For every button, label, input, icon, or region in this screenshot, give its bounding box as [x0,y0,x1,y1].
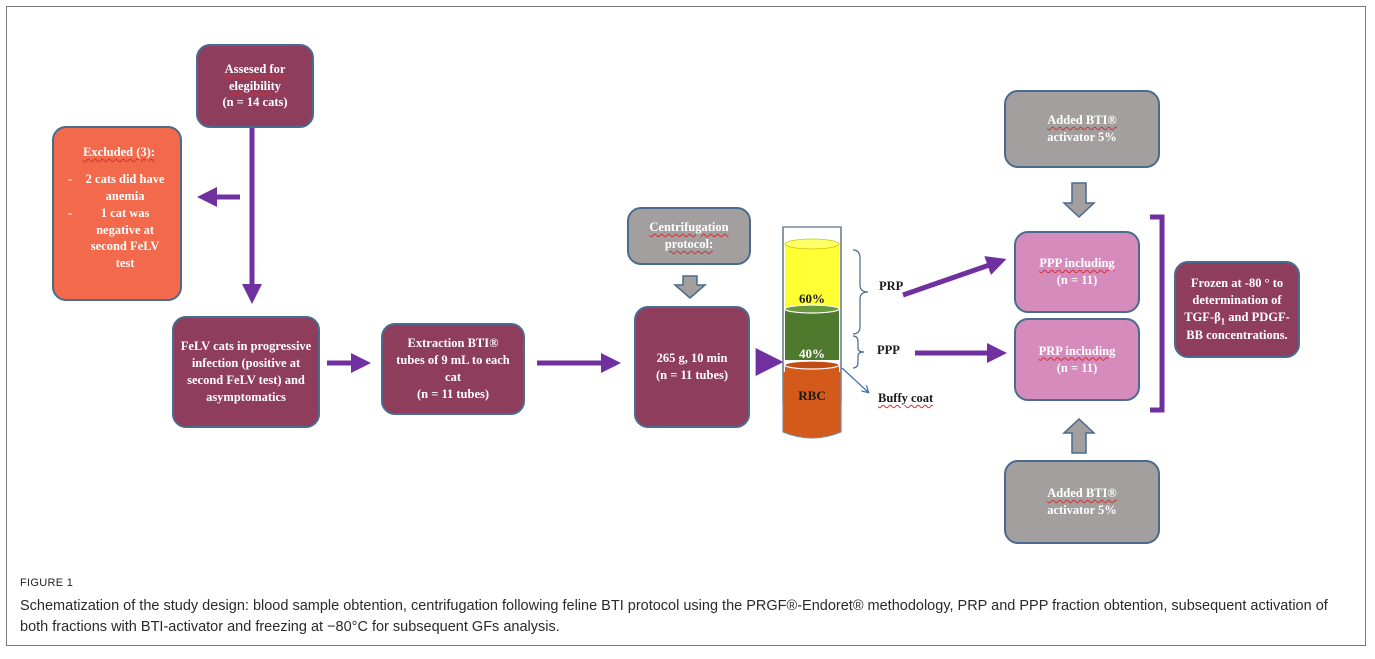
excluded-item-1-text: 2 cats did have anemia [85,171,165,203]
frozen-subscript: 1 [1220,316,1226,327]
tube-yellow-layer [785,244,839,308]
prp-including-box: PRP including (n = 11) [1014,318,1140,401]
ppp-including-line2: (n = 11) [1056,273,1098,287]
ppp-label: PPP [877,343,900,357]
excluded-bullet-2: - [68,205,73,220]
assessed-line3: (n = 14 cats) [222,95,288,110]
excluded-item-2: - 1 cat was negative at second FeLV test [68,205,170,273]
gray-arrow-added-top [1062,182,1096,219]
added-activator-bottom-box: Added BTI® activator 5% [1004,460,1160,544]
excluded-box: Excluded (3): - 2 cats did have anemia -… [52,126,182,301]
test-tube [782,226,842,439]
centrifugation-protocol-box: Centrifugation protocol: [627,207,751,265]
extraction-box: Extraction BTI® tubes of 9 mL to each ca… [381,323,525,415]
brace-ppp [852,335,865,369]
assessed-eligibility-box: Assesed for elegibility (n = 14 cats) [196,44,314,128]
added-top-line1: Added BTI® [1047,113,1117,128]
gray-arrow-added-bottom [1062,417,1096,454]
added-bottom-line1: Added BTI® [1047,486,1117,501]
centrifuge-line1: 265 g, 10 min [656,351,728,366]
assessed-line1: Assesed for [224,61,286,76]
buffy-coat-pointer [841,367,868,392]
brace-prp [852,249,869,335]
connector-layer [197,127,1165,454]
excluded-bullet-1: - [68,171,73,186]
tube-top-percent: 60% [799,291,825,306]
right-bracket [1150,214,1165,413]
gray-arrow-protocol [672,275,708,299]
prp-label: PRP [879,279,904,293]
frozen-text: Frozen at -80 ° to determination of TGF-… [1182,275,1292,344]
excluded-item-1: - 2 cats did have anemia [68,171,170,205]
felv-cats-box: FeLV cats in progressive infection (posi… [172,316,320,428]
arrow-prp-to-ppp-including [902,256,1007,298]
buffy-coat-label: Buffy coat [878,391,934,405]
frozen-text-part2: and PDGF-BB concentrations. [1186,309,1290,343]
added-bottom-line2: activator 5% [1047,503,1117,517]
added-top-line2: activator 5% [1047,130,1117,144]
frozen-box: Frozen at -80 ° to determination of TGF-… [1174,261,1300,358]
excluded-title: Excluded (3): [83,145,155,159]
extraction-line2: tubes of 9 mL to each cat [396,353,510,384]
centrifuge-line2: (n = 11 tubes) [655,368,729,382]
extraction-line1: Extraction BTI® [407,336,499,351]
tube-rbc-label: RBC [798,388,826,403]
excluded-item-2-text: 1 cat was negative at second FeLV test [90,205,160,271]
figure-frame [6,6,1366,646]
ppp-including-line1: PPP including [1039,256,1115,271]
centrifuge-params-box: 265 g, 10 min (n = 11 tubes) [634,306,750,428]
assessed-line2: elegibility [228,78,282,93]
extraction-line3: (n = 11 tubes) [416,386,490,401]
figure-caption: Schematization of the study design: bloo… [20,598,1328,636]
tube-green-layer [785,308,839,360]
centrifugation-line1: Centrifugation [649,220,729,235]
felv-text: FeLV cats in progressive infection (posi… [180,339,312,404]
figure-label: FIGURE 1 [20,577,74,589]
added-activator-top-box: Added BTI® activator 5% [1004,90,1160,168]
frozen-text-part1: Frozen at -80 ° to determination of TGF-… [1184,275,1284,324]
study-design-diagram: Assesed for elegibility (n = 14 cats) Ex… [52,44,1300,544]
prp-including-line2: (n = 11) [1056,360,1098,375]
ppp-including-box: PPP including (n = 11) [1014,231,1140,313]
tube-mid-percent: 40% [799,346,825,361]
centrifugation-line2: protocol: [664,237,714,251]
prp-including-line1: PRP including [1038,343,1116,358]
